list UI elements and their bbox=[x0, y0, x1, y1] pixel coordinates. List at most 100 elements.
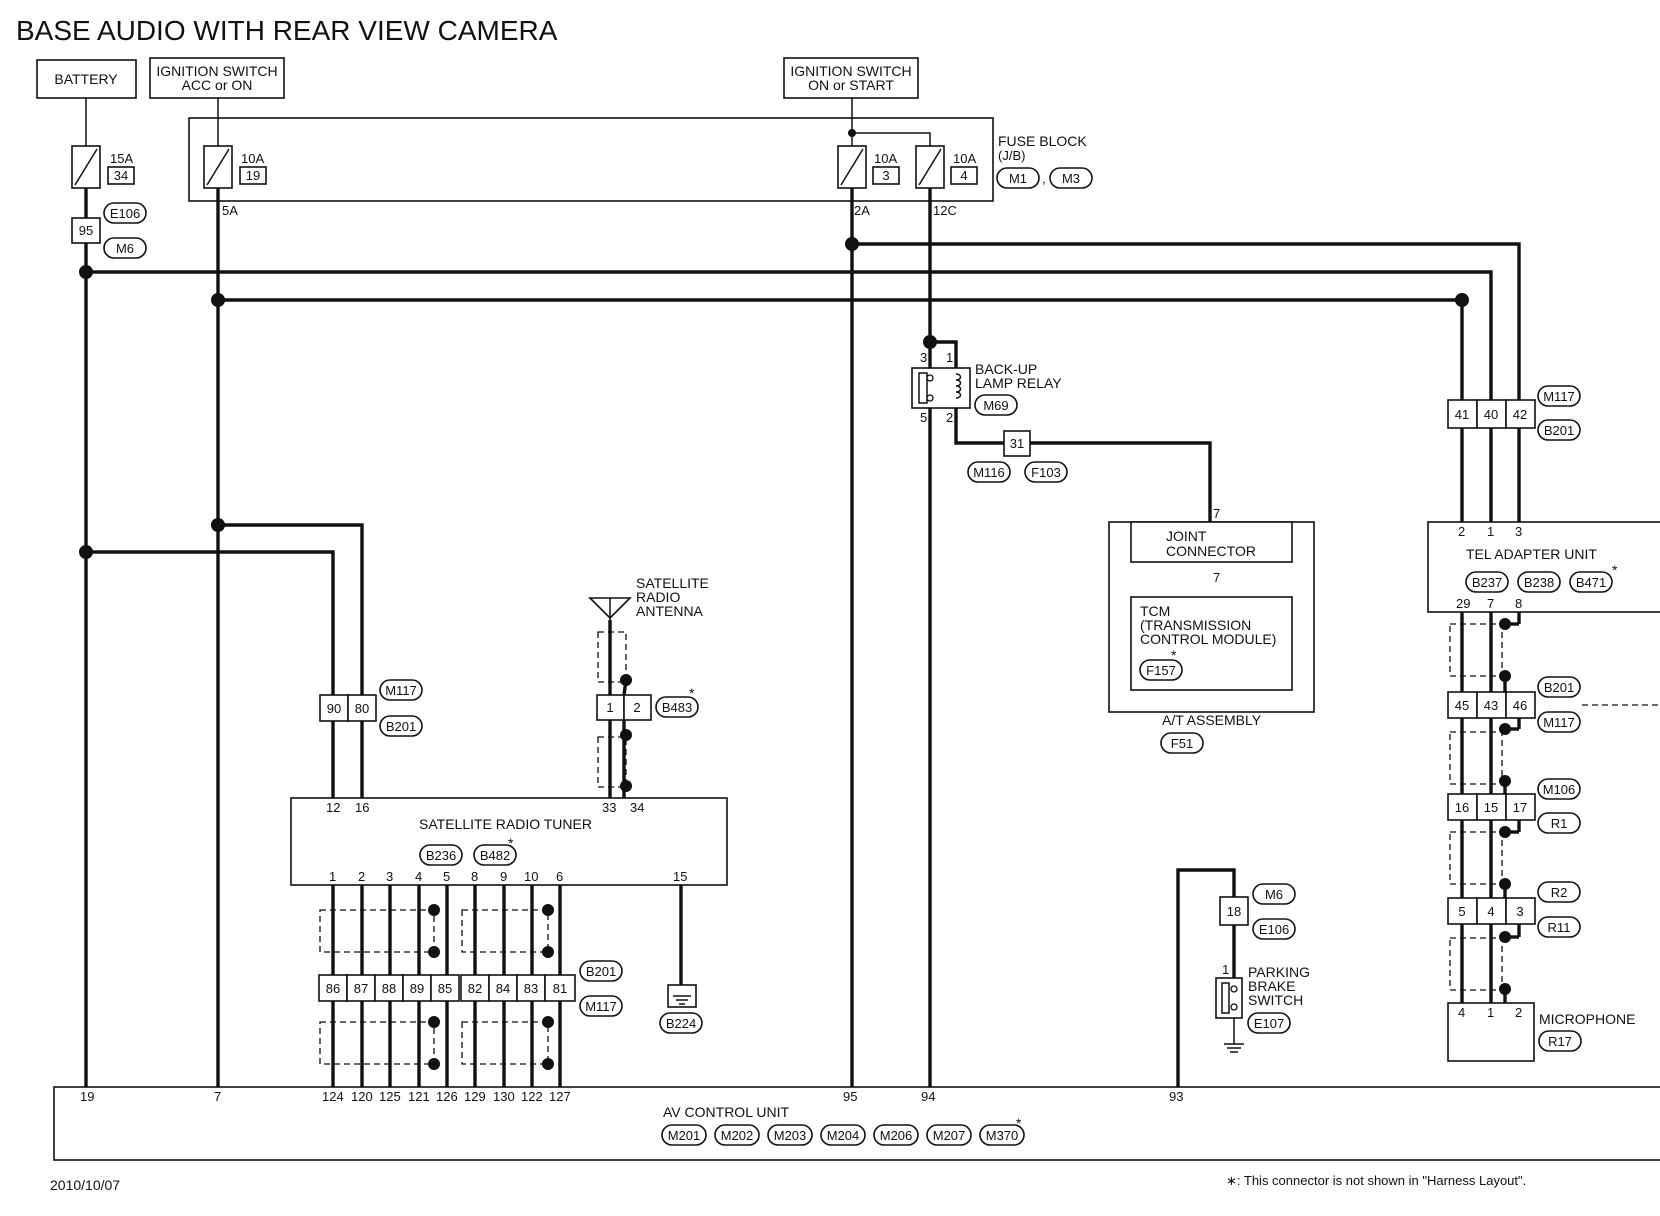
connector-b483: 1 2 B483 * bbox=[596, 685, 699, 721]
svg-text:1: 1 bbox=[606, 700, 613, 715]
svg-text:F103: F103 bbox=[1031, 465, 1061, 480]
fuse-pin-2a: 2A bbox=[854, 203, 870, 218]
ign-start-line1: IGNITION SWITCH bbox=[790, 63, 911, 79]
svg-text:M69: M69 bbox=[983, 398, 1008, 413]
svg-text:127: 127 bbox=[549, 1089, 571, 1104]
svg-text:B483: B483 bbox=[662, 700, 692, 715]
tcm-label-3: CONTROL MODULE) bbox=[1140, 631, 1276, 647]
svg-text:130: 130 bbox=[493, 1089, 515, 1104]
svg-text:2: 2 bbox=[1515, 1005, 1522, 1020]
svg-text:45: 45 bbox=[1455, 698, 1469, 713]
svg-text:M6: M6 bbox=[1265, 887, 1283, 902]
svg-text:10A: 10A bbox=[874, 151, 897, 166]
svg-text:M201: M201 bbox=[668, 1128, 701, 1143]
svg-text:8: 8 bbox=[1515, 596, 1522, 611]
page-title: BASE AUDIO WITH REAR VIEW CAMERA bbox=[16, 15, 558, 46]
svg-text:M207: M207 bbox=[933, 1128, 966, 1143]
svg-text:R17: R17 bbox=[1548, 1034, 1572, 1049]
svg-text:1: 1 bbox=[1222, 962, 1229, 977]
svg-text:M206: M206 bbox=[880, 1128, 913, 1143]
connector-45-43-46: 45 43 46 B201 M117 bbox=[1447, 676, 1660, 733]
svg-text:94: 94 bbox=[921, 1089, 935, 1104]
svg-text:1: 1 bbox=[946, 350, 953, 365]
ignition-switch-acc: IGNITION SWITCH ACC or ON bbox=[149, 57, 285, 99]
svg-text:M106: M106 bbox=[1543, 782, 1576, 797]
satellite-antenna: SATELLITE RADIO ANTENNA bbox=[588, 575, 709, 792]
satellite-radio-tuner: 12 16 33 34 SATELLITE RADIO TUNER B236 B… bbox=[290, 797, 728, 886]
svg-text:M370: M370 bbox=[986, 1128, 1019, 1143]
svg-text:121: 121 bbox=[408, 1089, 430, 1104]
svg-text:31: 31 bbox=[1010, 436, 1024, 451]
svg-text:40: 40 bbox=[1484, 407, 1498, 422]
svg-text:B238: B238 bbox=[1524, 575, 1554, 590]
svg-text:3: 3 bbox=[1516, 904, 1523, 919]
wires bbox=[79, 188, 1521, 1087]
battery-label: BATTERY bbox=[54, 71, 118, 87]
ign-acc-line1: IGNITION SWITCH bbox=[156, 63, 277, 79]
svg-text:3: 3 bbox=[882, 168, 889, 183]
svg-text:4: 4 bbox=[1458, 1005, 1465, 1020]
ignition-switch-start: IGNITION SWITCH ON or START bbox=[783, 57, 919, 99]
svg-text:16: 16 bbox=[1455, 800, 1469, 815]
svg-text:95: 95 bbox=[79, 223, 93, 238]
svg-text:3: 3 bbox=[386, 869, 393, 884]
svg-text:B201: B201 bbox=[386, 719, 416, 734]
svg-text:1: 1 bbox=[1487, 1005, 1494, 1020]
svg-text:M204: M204 bbox=[827, 1128, 860, 1143]
at-assembly: 7 JOINT CONNECTOR 7 TCM (TRANSMISSION CO… bbox=[1108, 506, 1315, 754]
svg-text:B201: B201 bbox=[1544, 680, 1574, 695]
svg-text:M6: M6 bbox=[116, 241, 134, 256]
svg-text:2: 2 bbox=[1458, 524, 1465, 539]
fuse-block-label-2: (J/B) bbox=[998, 148, 1025, 163]
svg-text:10A: 10A bbox=[241, 151, 264, 166]
connector-tag-m1: M1 bbox=[996, 167, 1040, 189]
svg-text:34: 34 bbox=[630, 800, 644, 815]
svg-text:7: 7 bbox=[1213, 570, 1220, 585]
svg-text:*: * bbox=[1016, 1115, 1022, 1131]
connector-95: 95 E106 M6 bbox=[71, 202, 147, 259]
footnote: ∗: This connector is not shown in "Harne… bbox=[1226, 1173, 1526, 1188]
svg-text:M3: M3 bbox=[1062, 171, 1080, 186]
svg-text:2: 2 bbox=[358, 869, 365, 884]
svg-text:M202: M202 bbox=[721, 1128, 754, 1143]
ground-b224: B224 bbox=[659, 984, 703, 1034]
fuse-15a-34: 15A 34 bbox=[71, 145, 135, 189]
microphone: 4 1 2 MICROPHONE R17 bbox=[1447, 1002, 1635, 1062]
svg-text:126: 126 bbox=[436, 1089, 458, 1104]
svg-text:BACK-UP: BACK-UP bbox=[975, 361, 1037, 377]
date-stamp: 2010/10/07 bbox=[50, 1177, 120, 1193]
svg-text:M1: M1 bbox=[1009, 171, 1027, 186]
fuse-block-label-1: FUSE BLOCK bbox=[998, 133, 1087, 149]
svg-text:M117: M117 bbox=[585, 999, 617, 1014]
svg-text:12: 12 bbox=[326, 800, 340, 815]
tuner-shields bbox=[319, 904, 554, 1070]
svg-text:PARKING: PARKING bbox=[1248, 964, 1310, 980]
joint-connector-label-2: CONNECTOR bbox=[1166, 543, 1256, 559]
svg-text:86: 86 bbox=[326, 981, 340, 996]
svg-text:84: 84 bbox=[496, 981, 510, 996]
svg-text:81: 81 bbox=[553, 981, 567, 996]
svg-text:17: 17 bbox=[1513, 800, 1527, 815]
at-assembly-label: A/T ASSEMBLY bbox=[1162, 712, 1262, 728]
svg-text:129: 129 bbox=[464, 1089, 486, 1104]
tcm-label-1: TCM bbox=[1140, 603, 1170, 619]
fuse-10a-4: 10A 4 bbox=[915, 145, 978, 189]
ign-start-line2: ON or START bbox=[808, 77, 894, 93]
svg-text:93: 93 bbox=[1169, 1089, 1183, 1104]
svg-text:82: 82 bbox=[468, 981, 482, 996]
svg-text:15: 15 bbox=[1484, 800, 1498, 815]
svg-text:41: 41 bbox=[1455, 407, 1469, 422]
svg-text:2: 2 bbox=[946, 410, 953, 425]
svg-text:B236: B236 bbox=[426, 848, 456, 863]
svg-text:B237: B237 bbox=[1472, 575, 1502, 590]
svg-text:1: 1 bbox=[329, 869, 336, 884]
svg-text:43: 43 bbox=[1484, 698, 1498, 713]
svg-text:7: 7 bbox=[1213, 506, 1220, 521]
svg-text:33: 33 bbox=[602, 800, 616, 815]
svg-text:95: 95 bbox=[843, 1089, 857, 1104]
fuse-10a-19: 10A 19 bbox=[203, 145, 267, 189]
svg-text:80: 80 bbox=[355, 701, 369, 716]
svg-text:5: 5 bbox=[443, 869, 450, 884]
svg-text:B224: B224 bbox=[666, 1016, 696, 1031]
svg-text:87: 87 bbox=[354, 981, 368, 996]
